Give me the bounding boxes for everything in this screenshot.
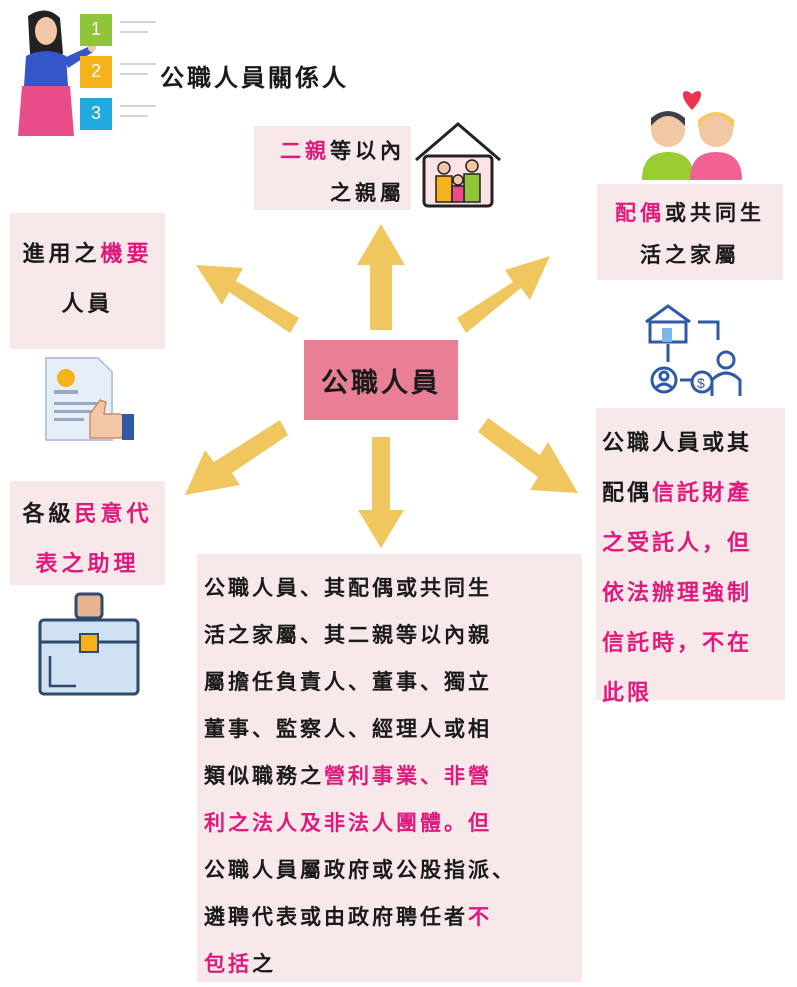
presenter-icon: 1 2 3	[8, 6, 158, 141]
box-enterprise-line: 包括之	[204, 940, 578, 987]
box-enterprise-line: 公職人員屬政府或公股指派、	[204, 846, 578, 893]
box-representative-assistant: 各級民意代表之助理	[10, 481, 165, 585]
text-segment: 進用之	[22, 241, 101, 267]
box-relatives: 二親等以內之親屬	[254, 126, 411, 210]
box-relatives-line: 之親屬	[260, 172, 405, 214]
text-segment: 不	[468, 904, 492, 929]
box-confidential-staff: 進用之機要人員	[10, 213, 165, 349]
diagram-title: 公職人員關係人	[160, 63, 349, 92]
box-enterprise-line: 董事、監察人、經理人或相	[204, 705, 578, 752]
box-trustee-line: 此限	[602, 668, 781, 718]
box-trustee: 公職人員或其配偶信託財產之受託人，但依法辦理強制信託時，不在此限	[596, 408, 785, 706]
text-segment: 配偶	[615, 200, 665, 225]
text-segment: 之受託人，但	[602, 530, 753, 556]
box-relatives-line: 二親等以內	[260, 130, 405, 172]
arrow-up-left	[196, 265, 299, 333]
text-segment: 包括	[204, 951, 252, 976]
box-trustee-line: 信託時，不在	[602, 618, 781, 668]
text-segment: 二親	[280, 138, 330, 163]
text-segment: 屬擔任負責人、董事、獨立	[204, 669, 492, 694]
text-segment: 機要	[100, 241, 153, 267]
text-segment: 公職人員屬政府或公股指派、	[204, 857, 516, 882]
text-segment: 營利事業、非營	[324, 763, 492, 788]
arrow-up	[357, 224, 405, 330]
box-spouse-line: 配偶或共同生	[603, 192, 777, 234]
text-segment: 表之助理	[35, 551, 140, 577]
list-number-1: 1	[91, 19, 102, 39]
box-representative-assistant-line: 各級民意代	[16, 489, 159, 539]
box-trustee-line: 之受託人，但	[602, 518, 781, 568]
svg-text:$: $	[697, 375, 705, 391]
arrow-down-left	[185, 420, 288, 495]
briefcase-icon	[36, 590, 142, 698]
text-segment: 民意代	[74, 501, 153, 527]
box-enterprise: 公職人員、其配偶或共同生活之家屬、其二親等以內親屬擔任負責人、董事、獨立董事、監…	[197, 554, 582, 982]
text-segment: 人員	[61, 291, 114, 317]
text-segment: 各級	[22, 501, 75, 527]
box-trustee-line: 依法辦理強制	[602, 568, 781, 618]
text-segment: 信託財產	[652, 480, 753, 506]
box-trustee-line: 配偶信託財產	[602, 468, 781, 518]
property-trust-icon: $	[640, 300, 750, 400]
couple-heart-icon	[638, 82, 746, 180]
box-enterprise-line: 類似職務之營利事業、非營	[204, 752, 578, 799]
text-segment: 信託時，不在	[602, 630, 753, 656]
box-confidential-staff-line: 進用之機要	[16, 229, 159, 279]
box-enterprise-line: 屬擔任負責人、董事、獨立	[204, 658, 578, 705]
text-segment: 依法辦理強制	[602, 580, 753, 606]
text-segment: 之親屬	[330, 180, 405, 205]
text-segment: 公職人員或其	[602, 430, 753, 456]
text-segment: 活之家屬、其二親等以內親	[204, 622, 492, 647]
text-segment: 遴聘代表或由政府聘任者	[204, 904, 468, 929]
resume-thumbs-up-icon	[40, 354, 136, 446]
text-segment: 等以內	[330, 138, 405, 163]
box-enterprise-line: 遴聘代表或由政府聘任者不	[204, 893, 578, 940]
text-segment: 之	[252, 951, 276, 976]
text-segment: 公職人員、其配偶或共同生	[204, 575, 492, 600]
family-house-icon	[410, 118, 506, 210]
box-trustee-line: 公職人員或其	[602, 418, 781, 468]
list-number-3: 3	[91, 103, 102, 123]
center-public-official: 公職人員	[304, 340, 458, 420]
box-enterprise-line: 利之法人及非法人團體。但	[204, 799, 578, 846]
box-spouse: 配偶或共同生活之家屬	[597, 184, 783, 280]
text-segment: 配偶	[602, 480, 653, 506]
list-number-2: 2	[91, 61, 102, 81]
box-representative-assistant-line: 表之助理	[16, 539, 159, 589]
box-confidential-staff-line: 人員	[16, 279, 159, 329]
text-segment: 或共同生	[665, 200, 765, 225]
text-segment: 利之法人及非法人團體。但	[204, 810, 492, 835]
arrow-down-right	[478, 418, 578, 493]
text-segment: 活之家屬	[640, 242, 740, 267]
arrow-up-right	[457, 256, 550, 333]
box-enterprise-line: 活之家屬、其二親等以內親	[204, 611, 578, 658]
text-segment: 董事、監察人、經理人或相	[204, 716, 492, 741]
text-segment: 此限	[602, 680, 653, 706]
arrow-down	[358, 437, 404, 548]
box-spouse-line: 活之家屬	[603, 234, 777, 276]
text-segment: 類似職務之	[204, 763, 324, 788]
box-enterprise-line: 公職人員、其配偶或共同生	[204, 564, 578, 611]
